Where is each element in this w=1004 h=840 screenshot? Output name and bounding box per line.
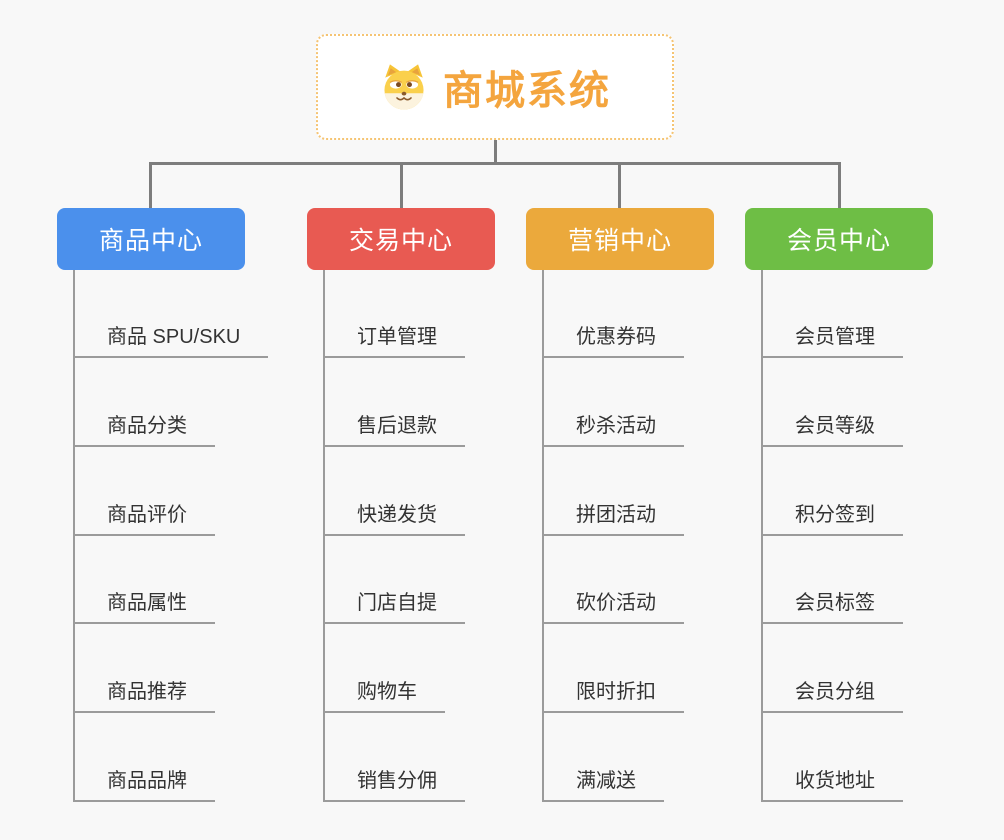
leaf-topic[interactable]: 限时折扣 bbox=[542, 679, 684, 713]
leaf-topic[interactable]: 商品分类 bbox=[73, 413, 215, 447]
leaf-topic[interactable]: 收货地址 bbox=[761, 768, 903, 802]
branch-header-product-center[interactable]: 商品中心 bbox=[57, 208, 245, 270]
leaf-topic[interactable]: 积分签到 bbox=[761, 502, 903, 536]
leaf-topic[interactable]: 门店自提 bbox=[323, 590, 465, 624]
leaf-topic[interactable]: 订单管理 bbox=[323, 324, 465, 358]
branch-product-center: 商品中心 商品 SPU/SKU 商品分类 商品评价 商品属性 商品推荐 商品品牌 bbox=[57, 208, 269, 802]
leaf-topic[interactable]: 会员分组 bbox=[761, 679, 903, 713]
leaf-topic[interactable]: 销售分佣 bbox=[323, 768, 465, 802]
branch-header-marketing-center[interactable]: 营销中心 bbox=[526, 208, 714, 270]
leaf-topic[interactable]: 满减送 bbox=[542, 768, 664, 802]
leaf-topic[interactable]: 会员标签 bbox=[761, 590, 903, 624]
leaf-topic[interactable]: 商品属性 bbox=[73, 590, 215, 624]
leaf-topic[interactable]: 砍价活动 bbox=[542, 590, 684, 624]
leaf-topic[interactable]: 商品品牌 bbox=[73, 768, 215, 802]
branch-marketing-center: 营销中心 优惠券码 秒杀活动 拼团活动 砍价活动 限时折扣 满减送 bbox=[526, 208, 714, 802]
leaf-topic[interactable]: 会员等级 bbox=[761, 413, 903, 447]
tree-connector bbox=[149, 140, 841, 208]
leaf-topic[interactable]: 优惠券码 bbox=[542, 324, 684, 358]
branch-header-trade-center[interactable]: 交易中心 bbox=[307, 208, 495, 270]
leaf-topic[interactable]: 快递发货 bbox=[323, 502, 465, 536]
leaf-topic[interactable]: 商品评价 bbox=[73, 502, 215, 536]
root-topic[interactable]: 商城系统 bbox=[316, 34, 674, 140]
branch-trade-center: 交易中心 订单管理 售后退款 快递发货 门店自提 购物车 销售分佣 bbox=[307, 208, 495, 802]
leaf-topic[interactable]: 商品推荐 bbox=[73, 679, 215, 713]
leaf-topic[interactable]: 商品 SPU/SKU bbox=[73, 324, 269, 358]
dog-face-icon bbox=[384, 64, 424, 110]
leaf-topic[interactable]: 会员管理 bbox=[761, 324, 903, 358]
branch-header-member-center[interactable]: 会员中心 bbox=[745, 208, 933, 270]
leaf-topic[interactable]: 售后退款 bbox=[323, 413, 465, 447]
leaf-topic[interactable]: 购物车 bbox=[323, 679, 445, 713]
branch-member-center: 会员中心 会员管理 会员等级 积分签到 会员标签 会员分组 收货地址 bbox=[745, 208, 933, 802]
root-title: 商城系统 bbox=[443, 69, 611, 113]
leaf-topic[interactable]: 拼团活动 bbox=[542, 502, 684, 536]
leaf-topic[interactable]: 秒杀活动 bbox=[542, 413, 684, 447]
